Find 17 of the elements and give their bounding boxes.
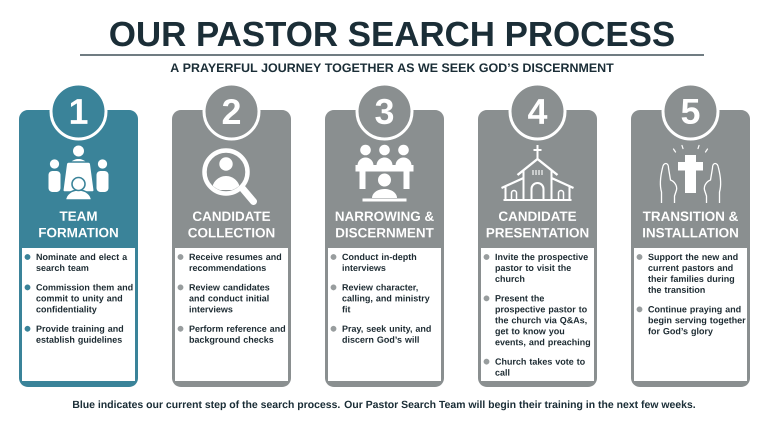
bullet-text: Support the new and current pastors and their families during the transition bbox=[648, 253, 738, 293]
bullet-text: Receive resumes and recommendations bbox=[190, 253, 282, 272]
bullet-text: Review candidates and conduct initial interviews bbox=[189, 284, 270, 312]
subtitle: A PRAYERFUL JOURNEY TOGETHER AS WE SEEK GOD’S DISCERNMENT bbox=[170, 63, 614, 72]
bullet-text: Provide training and establish guidelines bbox=[36, 325, 124, 345]
caption: Blue indicates our current step of the search process. Our Pastor Search Team will begin their training in the next few weeks. bbox=[73, 400, 695, 410]
bullet-text: Pray, seek unity, and discern God’s will bbox=[342, 325, 431, 343]
bullet-text: Nominate and elect a search team bbox=[36, 253, 128, 272]
bullet-text: Commission them and commit to unity and confidentiality bbox=[36, 284, 133, 314]
bullet-text: Church takes vote to call bbox=[495, 358, 585, 376]
bullet-text: Invite the prospective pastor to visit the church bbox=[495, 253, 588, 282]
title: OUR PASTOR SEARCH PROCESS bbox=[110, 22, 674, 46]
bullet-text: Continue praying and begin serving together for God’s glory bbox=[648, 306, 746, 336]
bullet-text: Perform reference and background checks bbox=[190, 325, 286, 345]
bullet-text: Review character, calling, and ministry fit bbox=[342, 284, 430, 312]
bullet-text: Present the prospective pastor to the church via Q&As, get to know you events, and preaching bbox=[495, 294, 590, 348]
bullet-text: Conduct in-depth interviews bbox=[342, 253, 416, 272]
